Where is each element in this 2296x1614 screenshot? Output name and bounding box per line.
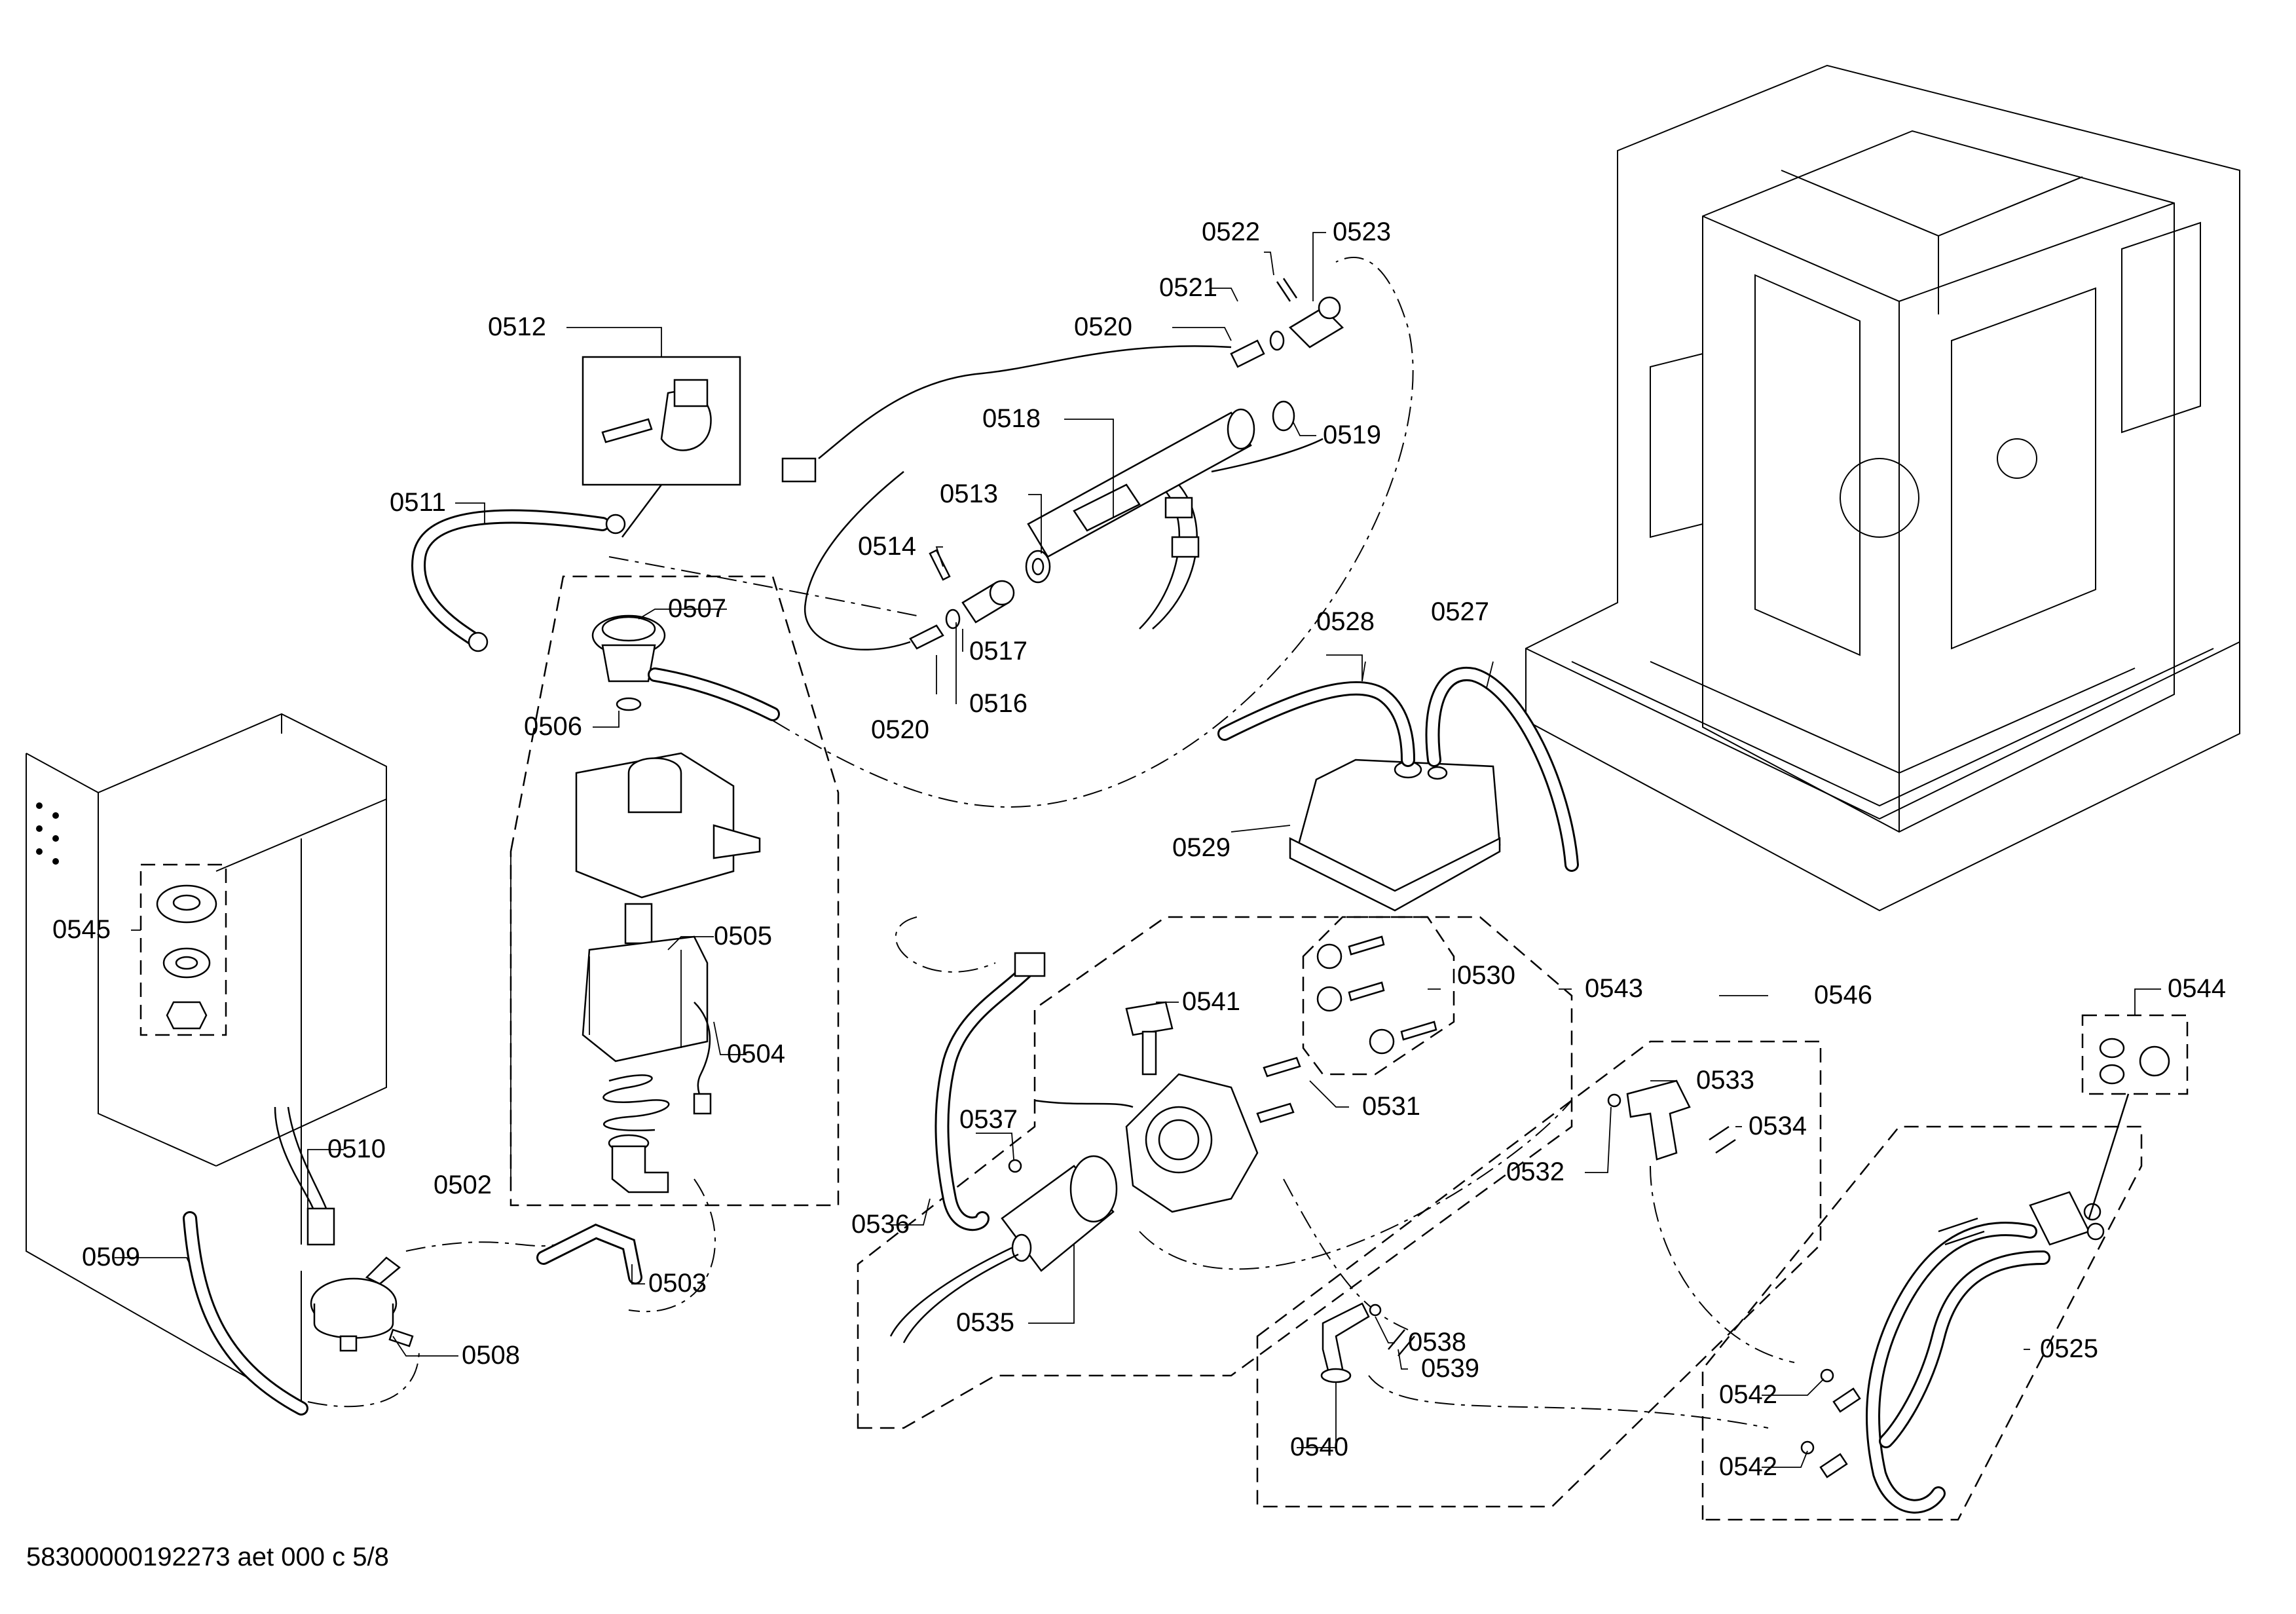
label-0542-upper: 0542: [1719, 1380, 1777, 1409]
document-footer: 58300000192273 aet 000 c 5/8: [26, 1543, 389, 1571]
part-elbow: [608, 1134, 669, 1193]
label-0520-upper: 0520: [1074, 312, 1132, 341]
label-0538: 0538: [1408, 1328, 1466, 1357]
label-0512: 0512: [488, 312, 546, 341]
label-0502: 0502: [434, 1171, 492, 1199]
label-0533: 0533: [1696, 1066, 1754, 1095]
part-hose-0527: [1425, 666, 1579, 872]
label-0542-lower: 0542: [1719, 1452, 1777, 1481]
part-rings-0542: [1800, 1368, 1861, 1478]
part-cartridge-0535: [889, 1155, 1118, 1343]
label-0537: 0537: [959, 1105, 1018, 1134]
label-0531: 0531: [1362, 1092, 1420, 1121]
label-0525: 0525: [2040, 1334, 2098, 1363]
label-0520-lower: 0520: [871, 715, 929, 744]
label-0504: 0504: [727, 1040, 785, 1068]
label-0532: 0532: [1506, 1157, 1565, 1186]
part-hose-0509: [183, 1211, 308, 1416]
label-0507: 0507: [668, 594, 726, 623]
label-0514: 0514: [858, 532, 916, 561]
part-fitting-0507: [591, 614, 780, 721]
part-fittings-0517: [804, 471, 1015, 650]
label-0541: 0541: [1182, 987, 1240, 1016]
part-fittings-0523: [781, 278, 1344, 483]
label-0503: 0503: [648, 1269, 707, 1298]
label-0522: 0522: [1202, 217, 1260, 246]
part-labels: 0512 0511 0507 0506 0505 0504 0502 0503 …: [52, 217, 2226, 1481]
part-flowmeter-0508: [310, 1256, 414, 1352]
label-0527: 0527: [1431, 597, 1489, 626]
label-0511: 0511: [390, 488, 446, 517]
part-tank-0529: [1289, 759, 1501, 912]
label-0509: 0509: [82, 1243, 140, 1271]
part-nozzle-0540: [1320, 1302, 1415, 1383]
label-0530: 0530: [1457, 961, 1515, 990]
label-0505: 0505: [714, 922, 772, 950]
connection-paths: [307, 257, 1795, 1429]
label-0519: 0519: [1323, 421, 1381, 449]
part-grommets-0545: [156, 884, 217, 1030]
part-seal-0513: [1025, 550, 1051, 584]
label-0544: 0544: [2168, 974, 2226, 1003]
appliance-housing: [1525, 64, 2240, 912]
label-0540: 0540: [1290, 1433, 1348, 1461]
part-wire-0504: [693, 1002, 712, 1115]
part-clamp-0512-inset: [582, 356, 741, 538]
label-0546: 0546: [1814, 981, 1872, 1009]
part-wand-0525: [1866, 1191, 2105, 1514]
label-0521: 0521: [1159, 273, 1217, 302]
label-0543: 0543: [1585, 974, 1643, 1003]
label-0529: 0529: [1172, 833, 1231, 862]
label-0517: 0517: [969, 637, 1028, 666]
part-hose-0528: [1217, 681, 1415, 767]
label-0545: 0545: [52, 915, 111, 944]
label-0523: 0523: [1333, 217, 1391, 246]
label-0508: 0508: [462, 1341, 520, 1370]
part-valve-block: [1034, 1001, 1259, 1213]
left-cabinet: [26, 713, 387, 1410]
label-0516: 0516: [969, 689, 1028, 718]
label-0534: 0534: [1749, 1112, 1807, 1140]
label-0535: 0535: [956, 1308, 1014, 1337]
label-0518: 0518: [982, 404, 1041, 433]
leader-lines: [115, 232, 2161, 1468]
label-0539: 0539: [1421, 1354, 1479, 1383]
part-0544-inset: [2088, 1038, 2170, 1219]
part-elbow-0533: [1607, 1079, 1736, 1161]
part-hose-0511: [411, 509, 626, 652]
part-spring: [602, 1074, 670, 1131]
part-heater-0518: [1027, 408, 1324, 629]
label-0513: 0513: [940, 479, 998, 508]
part-wire-0510: [274, 1106, 335, 1246]
label-0506: 0506: [524, 712, 582, 741]
group-boxes: [139, 575, 2189, 1521]
part-pump-0505: [582, 903, 709, 1062]
part-pump-bracket: [575, 752, 761, 899]
label-0536: 0536: [851, 1210, 910, 1239]
part-mounts-0530: [1316, 935, 1437, 1055]
part-pipe-0536: [935, 952, 1046, 1231]
part-hose-0503: [536, 1223, 642, 1285]
label-0510: 0510: [327, 1135, 386, 1163]
label-0528: 0528: [1316, 607, 1375, 636]
part-screws-0531: [1256, 1057, 1301, 1123]
